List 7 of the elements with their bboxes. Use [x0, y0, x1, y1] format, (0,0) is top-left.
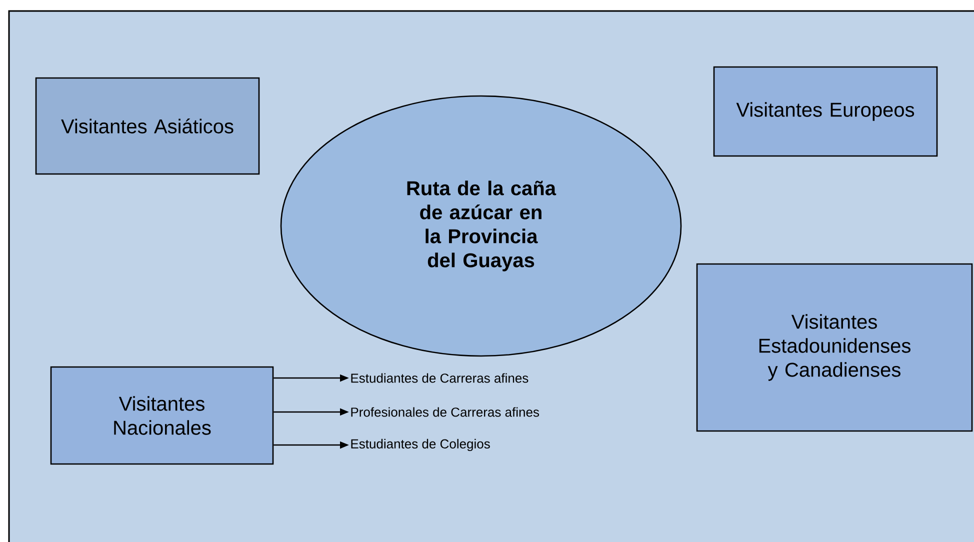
group-label: Estudiantes de Colegios [351, 438, 490, 452]
group-label: Profesionales de Carreras afines [351, 407, 540, 417]
visitor-box: Visitantes Europeos [713, 66, 938, 157]
visitor-box: Visitantes Asiáticos [35, 77, 260, 175]
visitor-box: Visitantes Nacionales [50, 366, 274, 465]
group-label: Estudiantes de Carreras afines [351, 373, 528, 383]
visitor-box: Visitantes Estadounidenses y Canadienses [696, 263, 973, 432]
